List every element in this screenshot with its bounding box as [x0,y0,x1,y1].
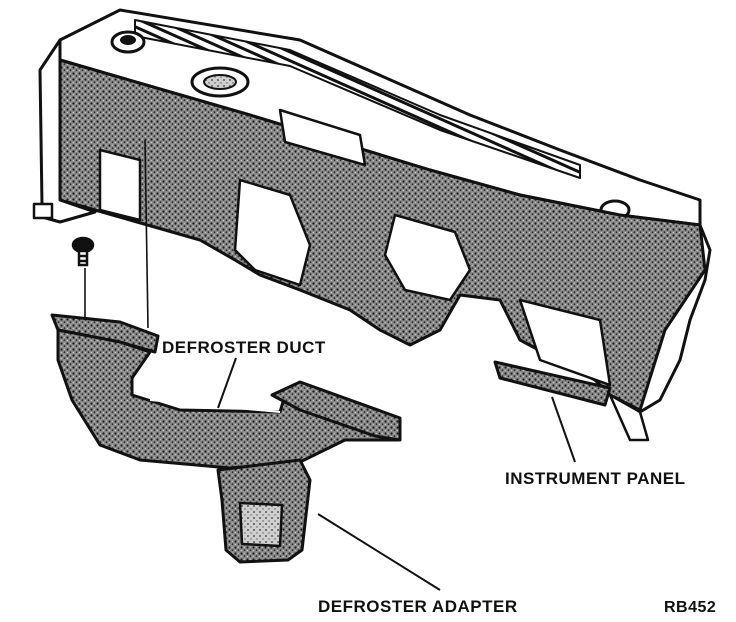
panel-lower-outlet [493,360,612,407]
label-defroster-duct: DEFROSTER DUCT [162,338,326,357]
panel-opening-left [98,148,142,222]
leader-defroster-adapter [317,513,441,591]
defroster-duct [50,313,402,470]
leader-defroster-duct [217,357,237,409]
mounting-screw [71,236,95,267]
alignment-line-center [144,139,149,329]
panel-opening-cluster [278,108,367,167]
figure-code: RB452 [664,599,716,616]
panel-right-bracket [639,224,712,414]
duct-right-outlet [270,380,402,442]
panel-top-grille [134,19,581,179]
panel-opening-center [233,178,312,287]
label-defroster-adapter: DEFROSTER ADAPTER [318,597,518,616]
defroster-adapter [216,458,312,564]
leader-instrument-panel [551,396,576,463]
instrument-panel [32,8,712,442]
adapter-opening [238,501,284,548]
label-instrument-panel: INSTRUMENT PANEL [505,469,686,488]
panel-opening-radio [383,213,472,302]
panel-opening-glovebox [518,298,612,387]
